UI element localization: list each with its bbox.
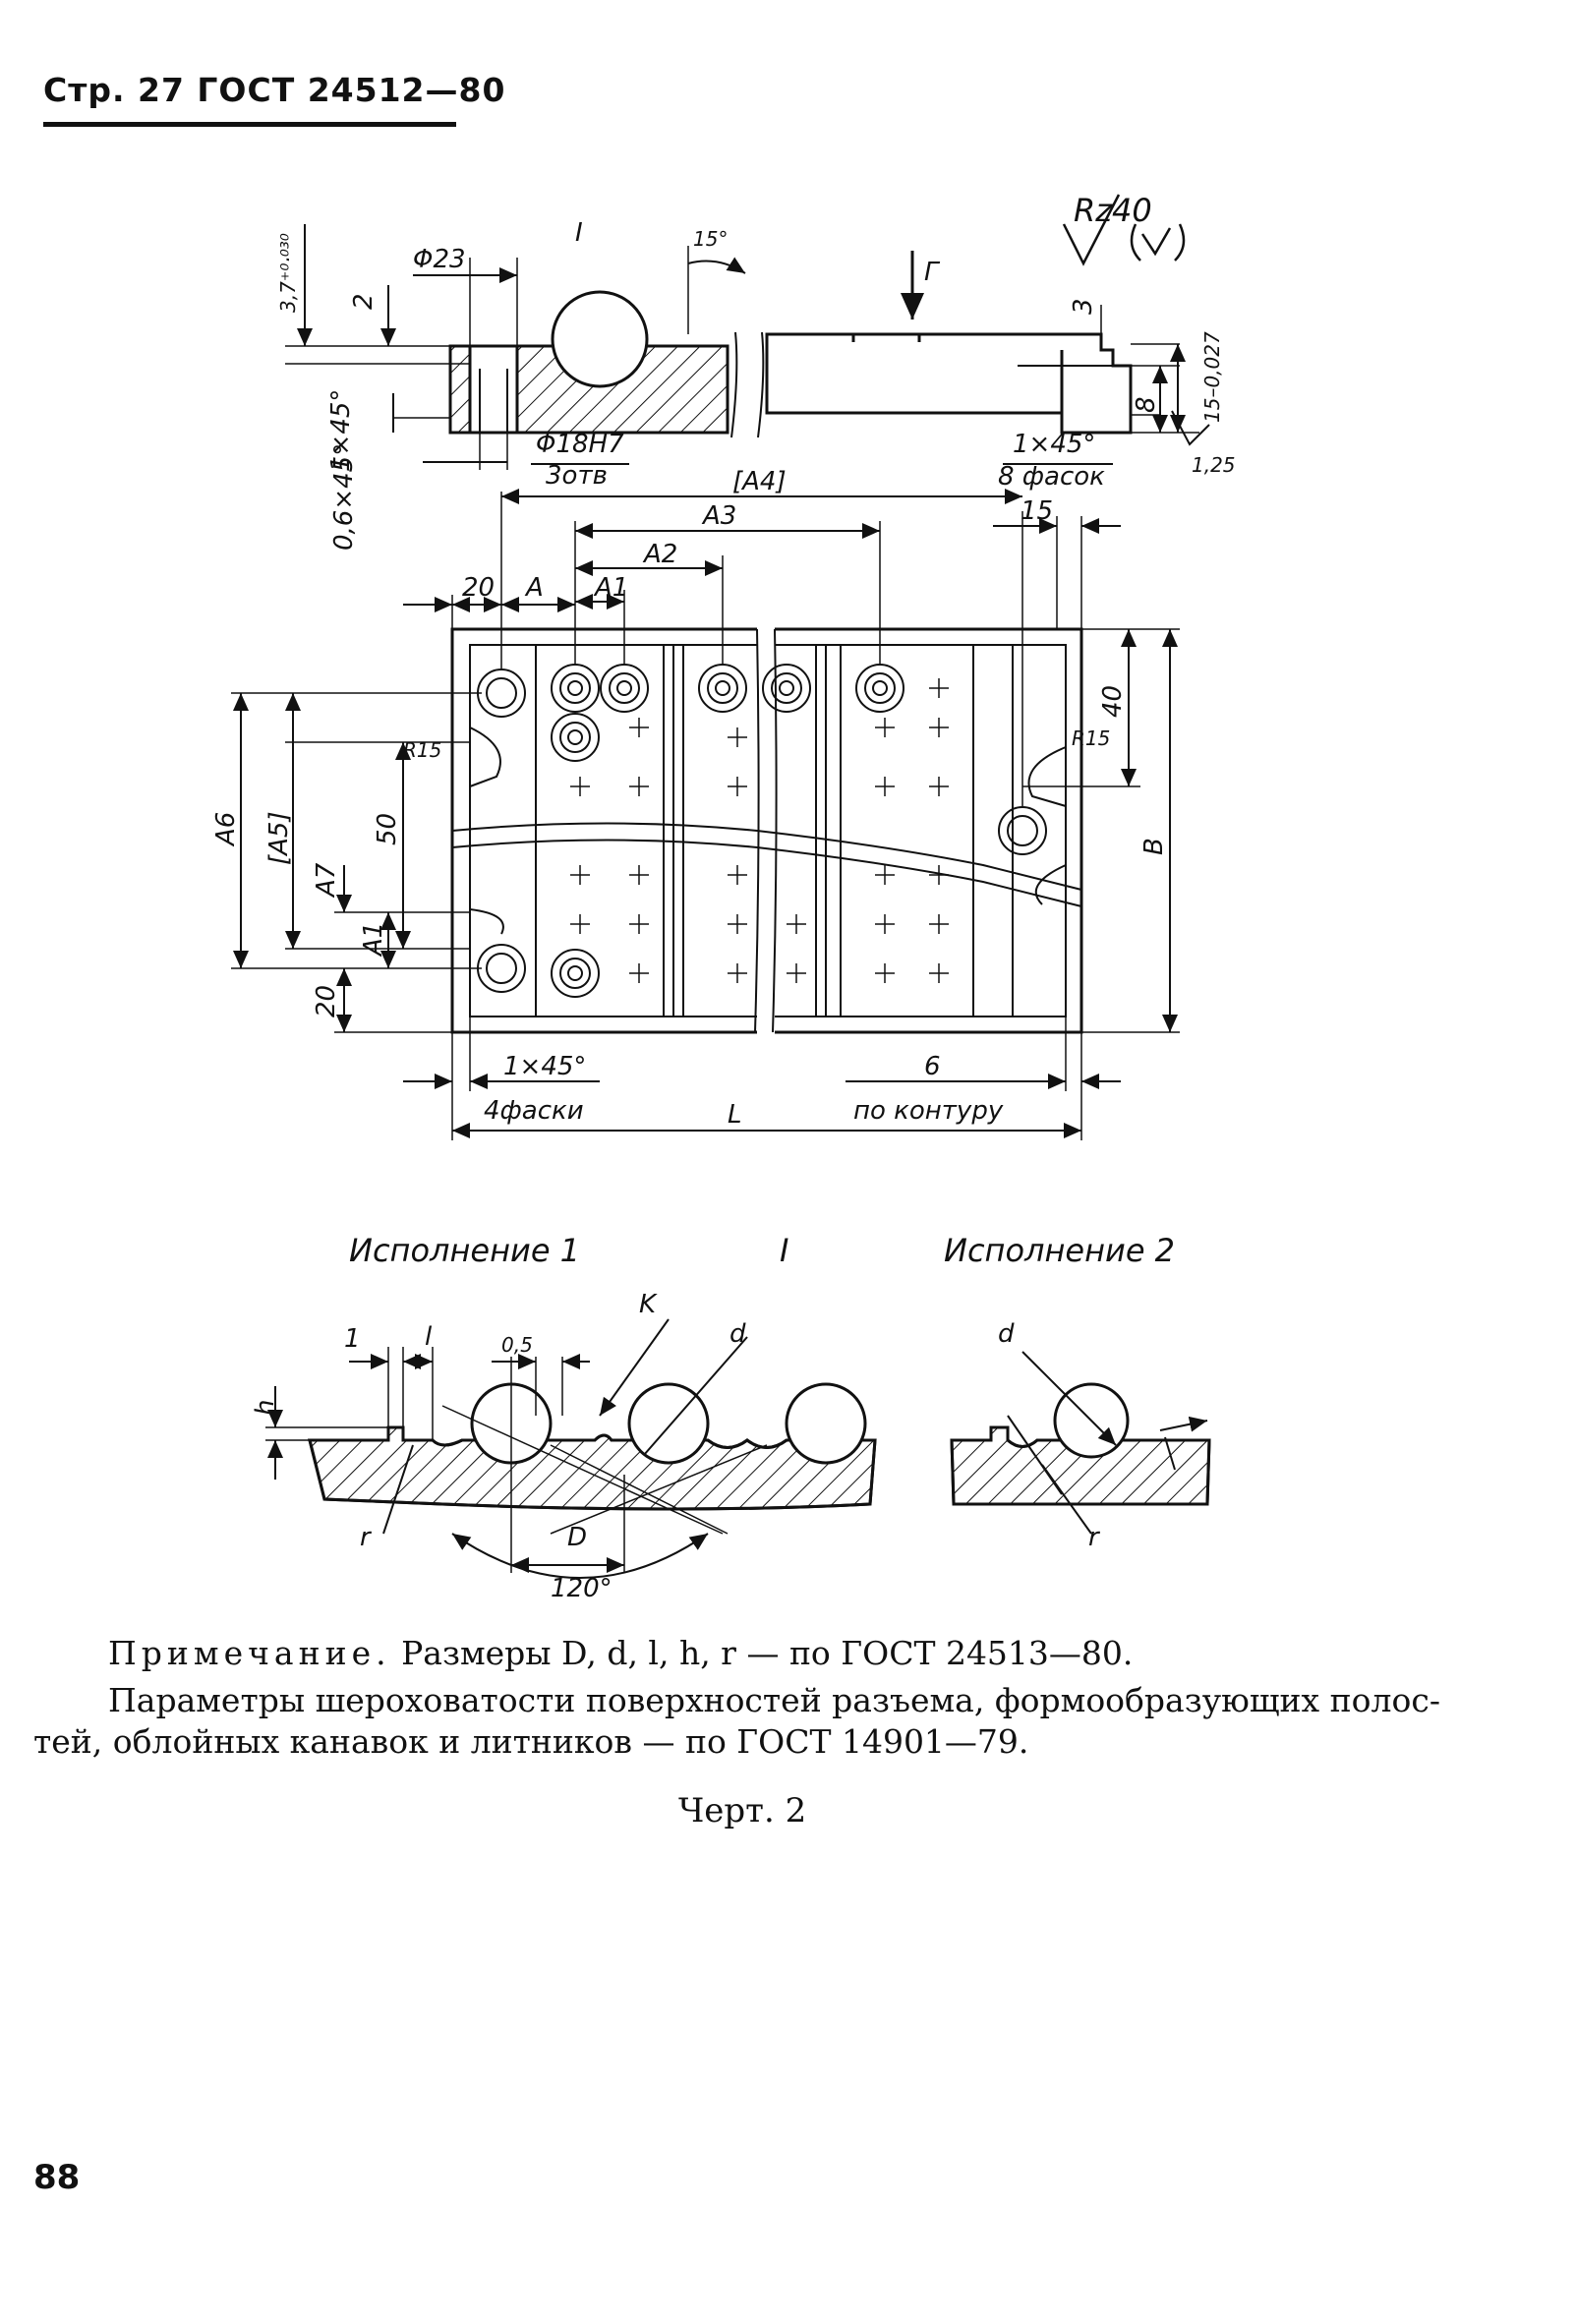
label-chamfer-bottom: 1×45°: [503, 1052, 586, 1081]
label-A5: [A5]: [264, 811, 294, 865]
label-contour: по контуру: [853, 1096, 1004, 1126]
label-r-right: r: [1088, 1523, 1101, 1552]
label-view-mark: I: [575, 218, 583, 248]
label-R15-right: R15: [1072, 726, 1110, 750]
label-h: h: [251, 1400, 280, 1416]
label-A1-left: A1: [359, 922, 388, 958]
label-D: D: [567, 1523, 587, 1552]
page-number: 88: [33, 2158, 81, 2197]
note-lead: Примечание.: [108, 1634, 391, 1672]
label-chamfers-count: 8 фасок: [998, 462, 1105, 492]
label-l: l: [425, 1322, 433, 1352]
label-variant2: Исполнение 2: [944, 1232, 1175, 1269]
label-A1-top: A1: [593, 573, 628, 603]
cavities: [477, 664, 1047, 998]
label-A7: A7: [312, 862, 341, 899]
cross-marks: [570, 678, 949, 983]
label-A2: A2: [642, 540, 677, 569]
page-header: Стр. 27 ГОСТ 24512—80: [43, 71, 506, 109]
label-chamfer-left2: 0,6×45°: [329, 443, 359, 551]
label-dim8: 8: [1132, 396, 1161, 413]
label-d20-top: 20: [462, 573, 495, 603]
label-dim15tol: 15–0,027: [1200, 331, 1224, 423]
label-d23: Φ23: [413, 245, 466, 274]
label-A6: A6: [211, 812, 241, 847]
label-d6: 6: [924, 1052, 941, 1081]
plan-labels: [A4] A3 A2 A1 A 20 15 40 R15 R15 A6 [A5]…: [211, 467, 1169, 1130]
header-rule: [43, 122, 456, 127]
label-angle120: 120°: [551, 1574, 612, 1603]
label-d15: 15: [1021, 496, 1053, 526]
label-R15-left: R15: [403, 738, 441, 762]
label-d50: 50: [373, 813, 402, 845]
label-A4: [A4]: [732, 467, 787, 496]
label-variant1: Исполнение 1: [349, 1232, 580, 1269]
note-block: Примечание. Размеры D, d, l, h, r — по Г…: [108, 1634, 1485, 1673]
label-chamfer-left: 1×45°: [326, 389, 356, 472]
label-r-left: r: [360, 1523, 373, 1552]
note-line3: тей, облойных канавок и литников — по ГО…: [33, 1722, 1029, 1761]
section-labels: 3,7⁺⁰·⁰³⁰ Φ23 I 15° Г 2 3 1×45° 0,6×45° …: [276, 192, 1236, 551]
roughness-label: Rz40: [1074, 192, 1152, 229]
plan-view: [231, 489, 1180, 1140]
label-d-left: d: [729, 1319, 746, 1349]
detail-labels: Исполнение 1 I Исполнение 2 K d d 1 l 0,…: [251, 1232, 1175, 1603]
label-d20-left: 20: [312, 985, 341, 1017]
note-line1: Размеры D, d, l, h, r — по ГОСТ 24513—80…: [390, 1634, 1134, 1672]
detail-view: [265, 1318, 1211, 1579]
label-chamfers-bottom: 4фаски: [484, 1096, 584, 1126]
label-A3: A3: [701, 501, 736, 531]
label-dim3: 3: [1069, 298, 1098, 315]
label-view-arrow: Г: [924, 258, 941, 287]
label-chamfer-right: 1×45°: [1013, 430, 1095, 459]
label-K: K: [639, 1290, 658, 1319]
figure-caption: Черт. 2: [678, 1791, 807, 1830]
label-angle15: 15°: [693, 227, 728, 251]
label-A: A: [524, 573, 544, 603]
label-dim2: 2: [349, 293, 379, 310]
label-L: L: [728, 1100, 742, 1130]
label-d40: 40: [1098, 685, 1128, 718]
label-rough-small: 1,25: [1192, 453, 1236, 477]
label-d-right: d: [998, 1319, 1015, 1349]
label-detail-mark: I: [780, 1232, 788, 1269]
label-holes-count: 3отв: [546, 461, 608, 491]
label-hole: Φ18H7: [536, 430, 624, 459]
section-view: [285, 194, 1210, 470]
label-half: 0,5: [501, 1333, 533, 1357]
label-one: 1: [344, 1324, 361, 1354]
note-line2: Параметры шероховатости поверхностей раз…: [108, 1681, 1440, 1719]
label-B: B: [1139, 838, 1169, 855]
label-tol-top: 3,7⁺⁰·⁰³⁰: [276, 233, 300, 313]
